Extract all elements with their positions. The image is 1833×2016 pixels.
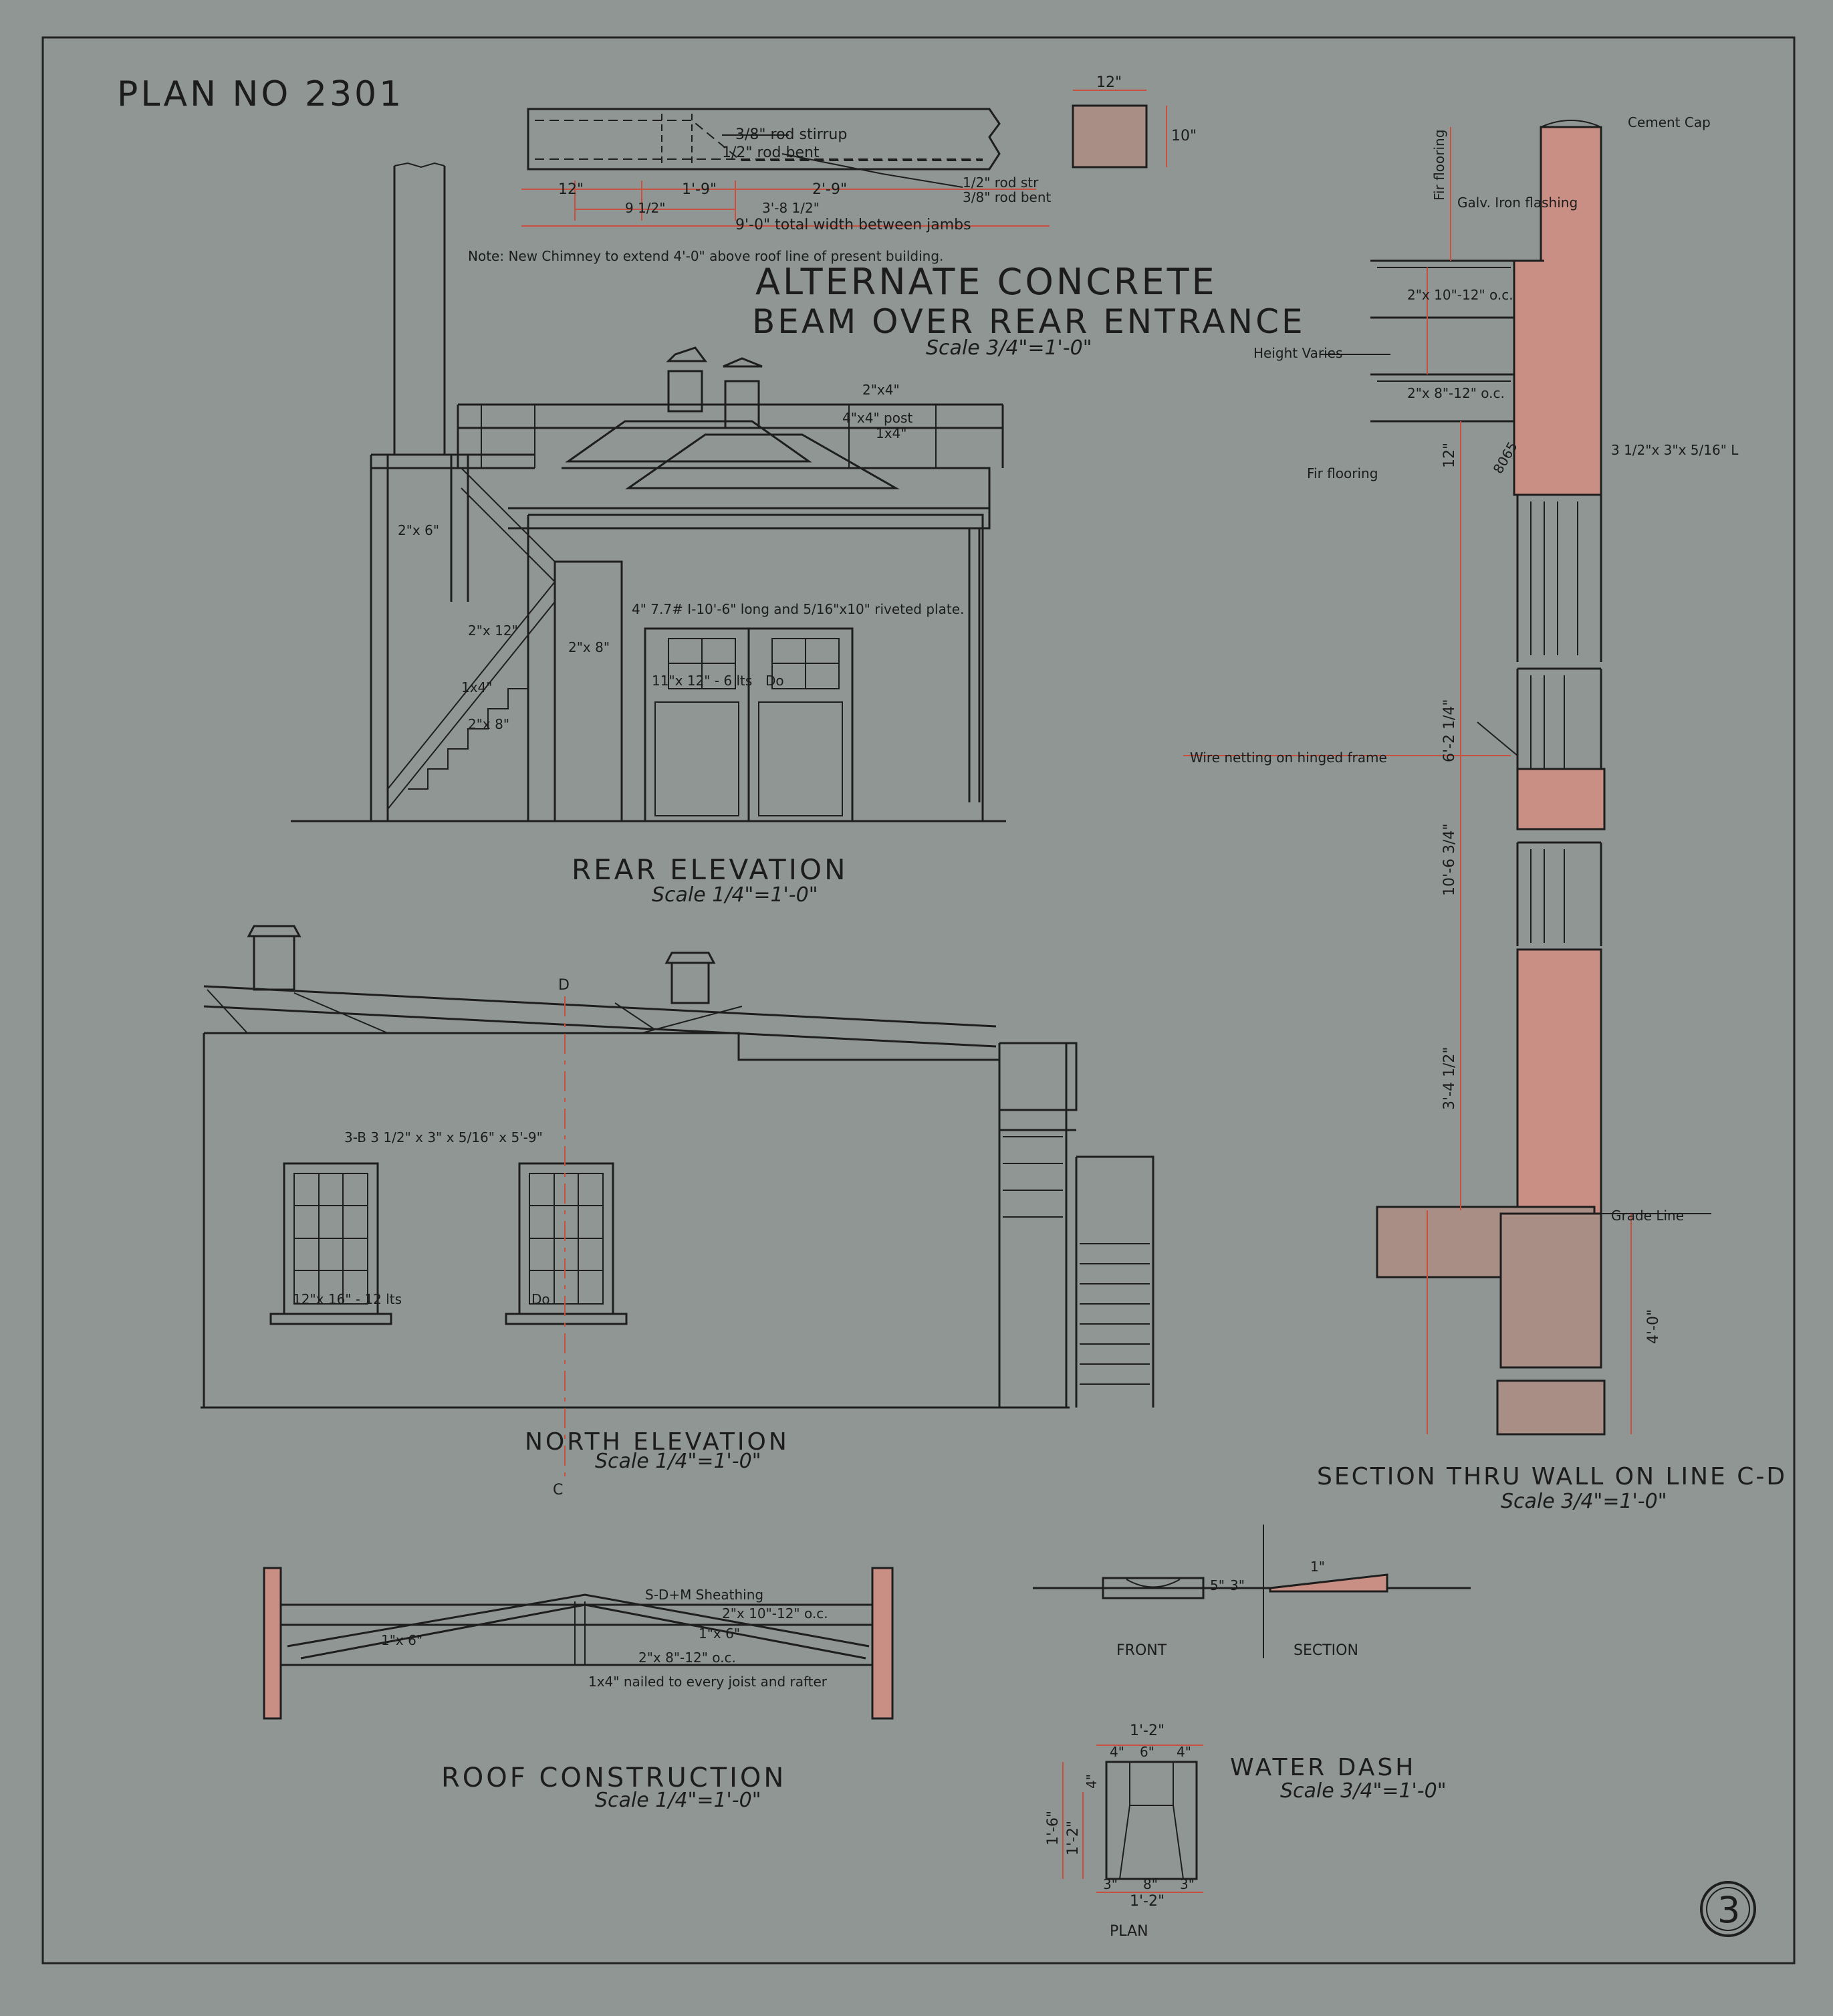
section-note-wire: Wire netting on hinged frame — [1190, 750, 1387, 766]
section-note-height: Height Varies — [1253, 345, 1342, 361]
section-dim-12: 12" — [1441, 443, 1458, 468]
section-note-cement: Cement Cap — [1628, 114, 1711, 130]
rear-door-right — [747, 627, 854, 822]
beam-dim-2-9: 2'-9" — [812, 181, 847, 198]
roof-construction: S-D+M Sheathing 2"x 10"-12" o.c. 1"x 6" … — [263, 1567, 894, 1812]
water-dash-one: 1" — [1310, 1559, 1325, 1575]
section-scale: Scale 3/4"=1'-0" — [1501, 1490, 1667, 1513]
chimney-note: Note: New Chimney to extend 4'-0" above … — [468, 248, 943, 264]
water-dash-three: 3" — [1230, 1577, 1245, 1593]
section-dim-3-4: 3'-4 1/2" — [1441, 1047, 1458, 1111]
roof-note-joist: 2"x 10"-12" o.c. — [722, 1605, 828, 1621]
water-dash-section: SECTION — [1294, 1642, 1358, 1659]
beam-note-str: 1/2" rod str — [963, 175, 1039, 191]
north-elevation: D C 3-B 3 1/2" x 3" x 5/16" x 5'-9" 12"x… — [201, 925, 1154, 1498]
section-note-fir: Fir flooring — [1307, 465, 1378, 481]
north-lights: 12"x 16" - 12 lts — [293, 1291, 402, 1307]
rear-elevation-scale: Scale 1/4"=1'-0" — [652, 883, 818, 907]
beam-dim-12: 12" — [558, 181, 584, 198]
water-dash-top: 1'-2" — [1130, 1722, 1165, 1739]
section-note-joist-bottom: 2"x 8"-12" o.c. — [1407, 385, 1505, 401]
beam-detail: 3/8" rod stirrup 1/2" rod bent 1/2" rod … — [521, 74, 1306, 360]
rear-note-beam: 4" 7.7# I-10'-6" long and 5/16"x10" rive… — [632, 601, 964, 617]
cut-line-bottom: C — [553, 1482, 563, 1498]
roof-scale: Scale 1/4"=1'-0" — [595, 1789, 761, 1812]
rear-note-stair3: 2"x 8" — [468, 716, 509, 732]
beam-dim-9-5: 9 1/2" — [625, 200, 665, 216]
rear-note-stair2: 2"x 12" — [468, 623, 518, 639]
rear-note-stair4: 1x4" — [461, 679, 492, 695]
roof-note-joist2: 2"x 8"-12" o.c. — [638, 1650, 736, 1666]
wall-section: Cement Cap Fir flooring Galv. Iron flash… — [1183, 114, 1787, 1513]
water-dash-five: 5" — [1210, 1577, 1225, 1593]
water-dash-plan: PLAN — [1110, 1923, 1148, 1940]
sheet-number: 3 — [1717, 1889, 1740, 1931]
rear-note-do: Do — [765, 673, 784, 689]
beam-section — [1072, 104, 1148, 169]
beam-dim-3-8: 3'-8 1/2" — [762, 200, 820, 216]
rear-note-rail: 2"x4" — [862, 382, 900, 398]
beam-title-1: ALTERNATE CONCRETE — [755, 261, 1217, 303]
water-dash-d4v: 4" — [1084, 1774, 1100, 1789]
section-note-angle: 3 1/2"x 3"x 5/16" L — [1611, 442, 1739, 458]
outer-border — [41, 36, 1796, 1965]
rear-note-step: 2"x 6" — [398, 522, 439, 538]
roof-note-nailed: 1x4" nailed to every joist and rafter — [588, 1674, 828, 1690]
water-dash-d4a: 4" — [1110, 1744, 1124, 1760]
rear-note-lights: 11"x 12" - 6 lts — [652, 673, 752, 689]
water-dash-d6: 6" — [1140, 1744, 1154, 1760]
water-dash-scale: Scale 3/4"=1'-0" — [1280, 1779, 1447, 1803]
section-note-fir-top: Fir flooring — [1431, 130, 1447, 201]
beam-note-stirrup: 3/8" rod stirrup — [735, 126, 847, 143]
sheet-number-badge: 3 — [1700, 1881, 1756, 1937]
beam-title-2: BEAM OVER REAR ENTRANCE — [752, 302, 1306, 341]
section-title: SECTION THRU WALL ON LINE C-D — [1317, 1463, 1787, 1490]
beam-section-height: 10" — [1171, 128, 1197, 144]
beam-note-bent: 1/2" rod bent — [722, 144, 820, 161]
beam-scale: Scale 3/4"=1'-0" — [926, 336, 1092, 360]
rear-elevation-title: REAR ELEVATION — [572, 853, 848, 886]
section-dim-4-0: 4'-0" — [1645, 1309, 1662, 1344]
water-dash-title: WATER DASH — [1230, 1754, 1416, 1781]
section-note-flashing: Galv. Iron flashing — [1457, 195, 1578, 211]
beam-note-bent2: 3/8" rod bent — [963, 189, 1051, 205]
beam-section-width: 12" — [1096, 74, 1122, 91]
section-note-grade: Grade Line — [1611, 1208, 1684, 1224]
roof-note-rafter-l: 1"x 6" — [381, 1632, 422, 1648]
section-dim-10-6: 10'-6 3/4" — [1441, 824, 1458, 897]
water-dash-left: 1'-6" — [1045, 1811, 1062, 1845]
rear-note-post2: 1x4" — [876, 425, 906, 441]
roof-note-sheathing: S-D+M Sheathing — [645, 1587, 763, 1603]
rear-note-post: 4"x4" post — [842, 410, 912, 426]
beam-dim-1-9: 1'-9" — [682, 181, 717, 198]
roof-note-rafter-r: 1"x 6" — [699, 1626, 740, 1642]
north-elevation-title: NORTH ELEVATION — [525, 1428, 789, 1456]
beam-dim-total: 9'-0" total width between jambs — [735, 217, 971, 233]
water-dash-front: FRONT — [1116, 1642, 1167, 1659]
water-dash-d3a: 3" — [1103, 1876, 1118, 1892]
water-dash: FRONT SECTION 1" 5" 3" 1'-2" 4" 6" 4" 1'… — [1033, 1525, 1471, 1940]
water-dash-bottom: 1'-2" — [1130, 1893, 1165, 1910]
rear-elevation: Note: New Chimney to extend 4'-0" above … — [291, 162, 1006, 907]
roof-title: ROOF CONSTRUCTION — [441, 1763, 786, 1793]
rear-note-stair1: 2"x 8" — [568, 639, 610, 655]
north-do: Do — [531, 1291, 550, 1307]
section-dim-6-2: 6'-2 1/4" — [1441, 699, 1458, 763]
section-note-joist-top: 2"x 10"-12" o.c. — [1407, 287, 1513, 303]
water-dash-inner: 1'-2" — [1065, 1821, 1082, 1856]
north-elevation-scale: Scale 1/4"=1'-0" — [595, 1450, 761, 1473]
water-dash-d8: 8" — [1143, 1876, 1158, 1892]
water-dash-d4b: 4" — [1177, 1744, 1191, 1760]
plan-number: PLAN NO 2301 — [117, 74, 404, 114]
north-window-note: 3-B 3 1/2" x 3" x 5/16" x 5'-9" — [344, 1129, 543, 1145]
water-dash-d3b: 3" — [1180, 1876, 1195, 1892]
cut-line-top: D — [558, 977, 570, 994]
